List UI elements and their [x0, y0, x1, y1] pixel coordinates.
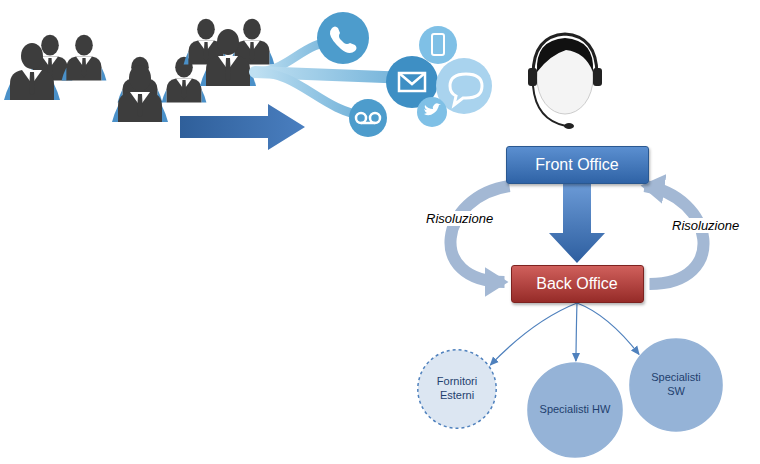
specialist-circle: Specialisti SW	[629, 338, 723, 432]
supplier-circle: Fornitori Esterni	[417, 349, 497, 429]
back-office-box: Back Office	[511, 265, 644, 303]
channel-icons	[317, 12, 492, 137]
front-office-box: Front Office	[506, 146, 649, 184]
edge-label: Risoluzione	[424, 211, 495, 226]
node-label: Back Office	[536, 275, 618, 293]
people-icon	[4, 19, 274, 122]
resolution-arrow	[451, 186, 510, 282]
node-label: Front Office	[535, 156, 618, 174]
node-label: Fornitori Esterni	[429, 375, 485, 403]
specialist-circle: Specialisti HW	[527, 362, 623, 458]
edge-label: Risoluzione	[670, 218, 741, 233]
node-label: Specialisti HW	[540, 403, 611, 417]
operator-icon	[528, 34, 602, 129]
branch-line	[577, 303, 639, 354]
branch-line	[490, 303, 577, 365]
node-label: Specialisti SW	[641, 371, 711, 399]
branch-line	[576, 303, 577, 361]
resolution-arrow	[645, 186, 704, 284]
flow-arrow	[180, 104, 305, 150]
main-arrow	[549, 184, 605, 263]
